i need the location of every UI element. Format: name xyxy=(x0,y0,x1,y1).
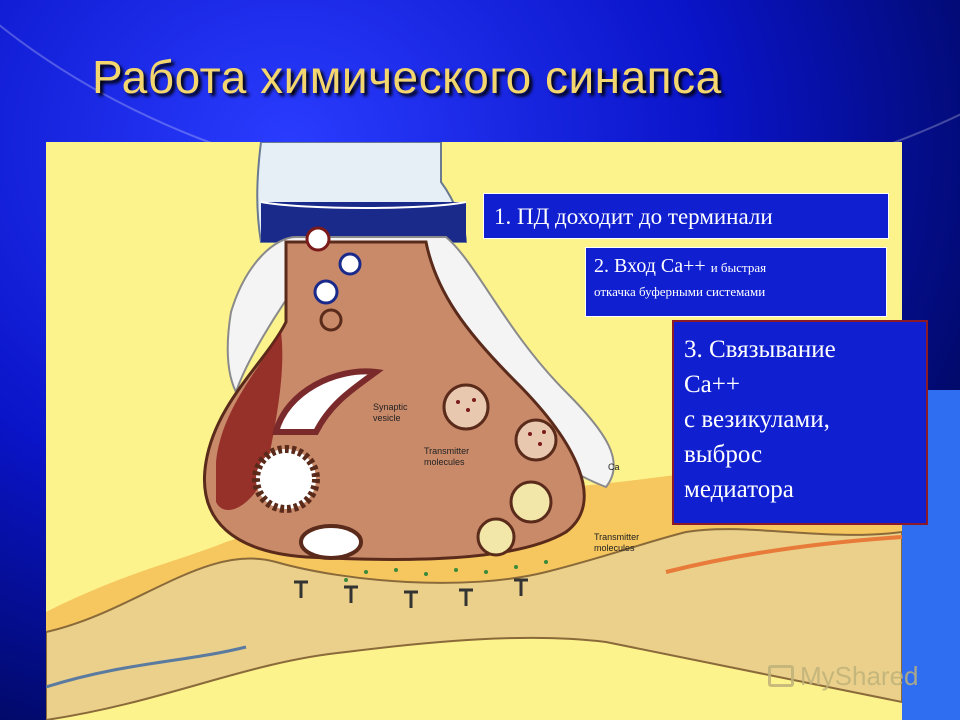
vesicle xyxy=(307,228,329,250)
step-1-box: 1. ПД доходит до терминали xyxy=(483,193,889,239)
watermark-text: MyShared xyxy=(800,656,919,696)
label-synaptic: Synaptic xyxy=(373,402,408,412)
step-2-box: 2. Вход Са++ и быстрая откачка буферными… xyxy=(585,247,887,317)
step-3-line: выброс xyxy=(684,437,916,472)
label-transmitter-2b: molecules xyxy=(594,543,635,553)
vesicle xyxy=(315,281,337,303)
step-3-line: с везикулами, xyxy=(684,402,916,437)
step-2-main: 2. Вход Са++ xyxy=(594,255,711,277)
presentation-icon xyxy=(768,665,794,687)
step-3-box: 3. Связывание Са++ с везикулами, выброс … xyxy=(672,320,928,525)
label-transmitter-2a: Transmitter xyxy=(594,532,639,542)
step-3-line: Са++ xyxy=(684,367,916,402)
step-2-small-b: откачка буферными системами xyxy=(594,284,765,299)
vesicle-filled xyxy=(321,310,341,330)
fusing-vesicle xyxy=(511,482,551,522)
synaptic-vesicle xyxy=(444,385,488,429)
synaptic-vesicle xyxy=(516,420,556,460)
step-2-small-a: и быстрая xyxy=(711,260,766,275)
watermark: MyShared xyxy=(768,656,938,696)
label-vesicle: vesicle xyxy=(373,413,401,423)
step-3-line: 3. Связывание xyxy=(684,332,916,367)
label-ca: Ca xyxy=(608,462,620,472)
slide-title: Работа химического синапса xyxy=(92,50,722,104)
endocytic-vesicle xyxy=(301,526,361,558)
fusing-vesicle xyxy=(478,519,514,555)
vesicle xyxy=(340,254,360,274)
coated-vesicle xyxy=(256,449,316,509)
label-transmitter-1a: Transmitter xyxy=(424,446,469,456)
step-3-line: медиатора xyxy=(684,472,916,507)
label-transmitter-1b: molecules xyxy=(424,457,465,467)
